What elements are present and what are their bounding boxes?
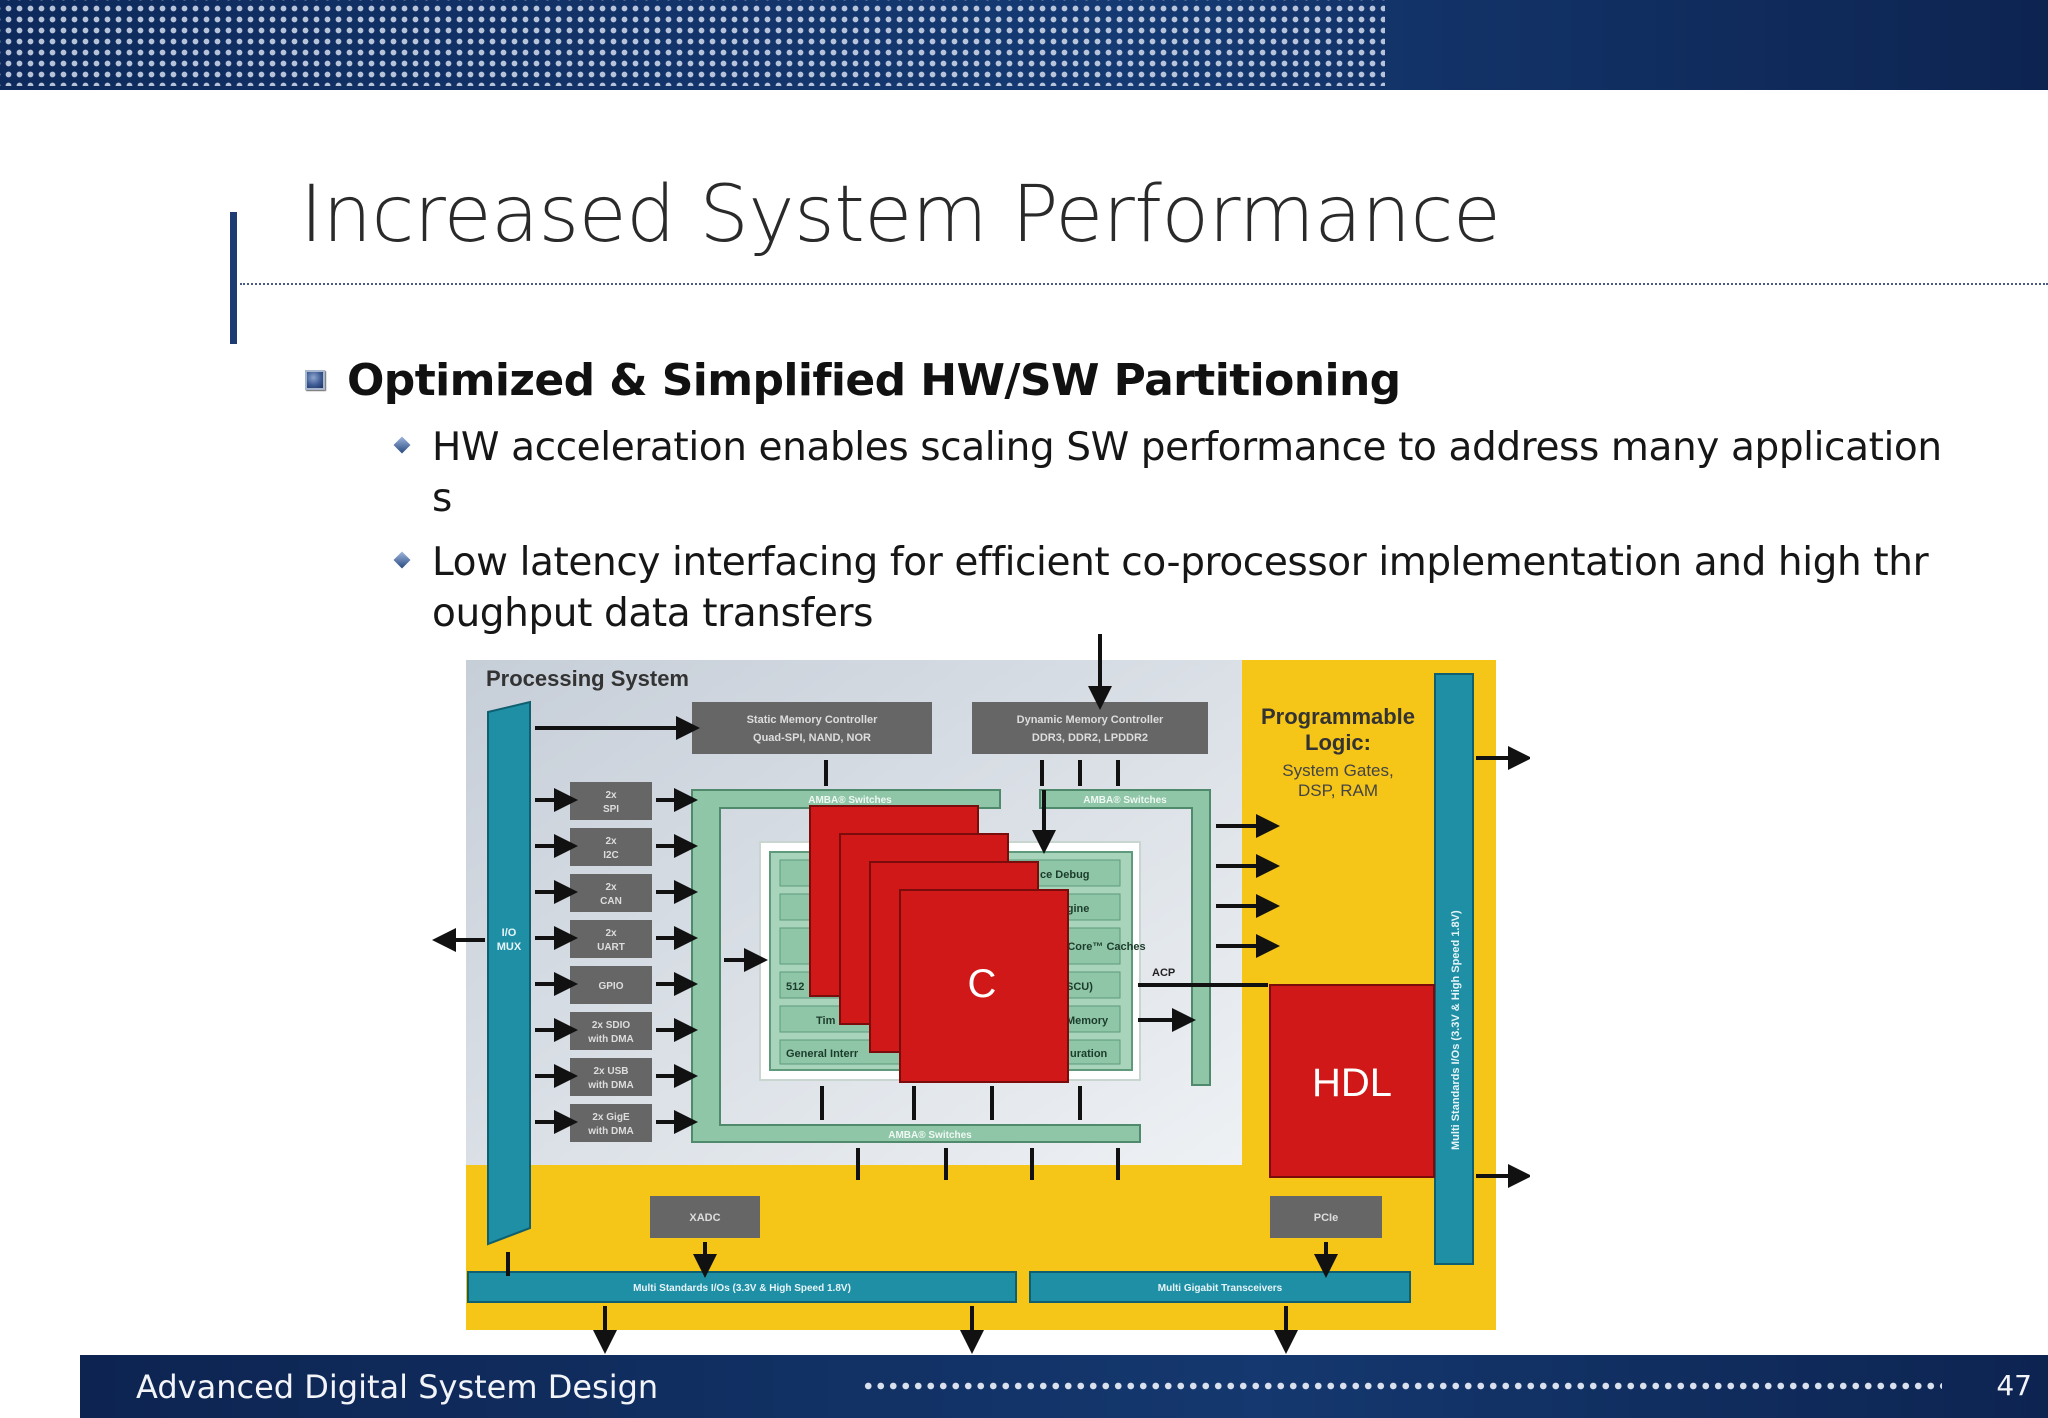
svg-text:uration: uration [1070,1048,1108,1060]
footer-course-title: Advanced Digital System Design [136,1368,659,1406]
c-software-blocks: C [809,805,1069,1083]
svg-text:512: 512 [786,981,804,993]
svg-text:PCore™ Caches: PCore™ Caches [1060,941,1146,953]
peripheral-gige: 2x GigE with DMA [570,1104,652,1142]
hdl-label: HDL [1312,1061,1392,1105]
multi-gigabit-transceivers-bar [1029,1271,1411,1303]
bullet-level2-text: Low latency interfacing for efficient co… [432,540,1929,636]
svg-text:GPIO: GPIO [598,981,623,992]
footer-dot-pattern [862,1380,1942,1392]
svg-text:Quad-SPI, NAND, NOR: Quad-SPI, NAND, NOR [753,732,871,744]
svg-text:SPI: SPI [603,804,619,815]
pl-sub-line2: DSP, RAM [1298,781,1378,800]
page-number: 47 [1996,1369,2032,1402]
title-divider [240,283,2048,285]
svg-text:2x: 2x [605,790,617,801]
peripheral-can: 2x CAN [570,874,652,912]
c-label: C [968,962,997,1006]
svg-text:Static Memory Controller: Static Memory Controller [747,714,879,726]
acp-label: ACP [1152,967,1175,979]
svg-text:Memory: Memory [1066,1015,1109,1027]
svg-text:Multi Standards I/Os (3.3V & H: Multi Standards I/Os (3.3V & High Speed … [633,1283,851,1294]
zynq-architecture-diagram: Processing System Programmable Logic: Sy… [430,630,1530,1355]
pl-title-line2: Logic: [1305,730,1371,755]
svg-text:General Interr: General Interr [786,1048,859,1060]
svg-text:Tim: Tim [816,1015,836,1027]
peripheral-i2c: 2x I2C [570,828,652,866]
peripheral-gpio: GPIO [570,966,652,1004]
bullet-level2: HW acceleration enables scaling SW perfo… [393,422,2016,524]
svg-text:I/O: I/O [502,927,517,939]
peripheral-uart: 2x UART [570,920,652,958]
svg-text:2x USB: 2x USB [593,1066,628,1077]
top-banner [0,0,2048,90]
pcie-block [1270,1196,1382,1238]
diamond-bullet-icon [393,551,411,569]
title-accent-bar [230,212,237,344]
svg-text:UART: UART [597,942,625,953]
svg-text:2x SDIO: 2x SDIO [592,1020,631,1031]
peripheral-blocks: 2x SPI 2x I2C 2x CAN 2x UART GPIO 2x SDI… [570,782,652,1142]
multi-standard-io-bottom-bar [467,1271,1017,1303]
diamond-bullet-icon [393,436,411,454]
slide-title: Increased System Performance [300,170,1501,260]
static-memory-controller [692,702,932,754]
svg-text:2x: 2x [605,836,617,847]
xadc-block [650,1196,760,1238]
square-bullet-icon [305,370,325,390]
bullet-level1: Optimized & Simplified HW/SW Partitionin… [305,354,1401,406]
hdl-block [1269,984,1435,1178]
c-block [899,889,1069,1083]
bullet-level2-text: HW acceleration enables scaling SW perfo… [432,425,1942,521]
svg-text:I2C: I2C [603,850,619,861]
svg-text:with DMA: with DMA [587,1034,634,1045]
multi-standard-io-side-label: Multi Standards I/Os (3.3V & High Speed … [1450,910,1462,1150]
svg-text:PCIe: PCIe [1314,1212,1338,1224]
svg-text:with DMA: with DMA [587,1080,634,1091]
pl-title-line1: Programmable [1261,704,1415,729]
peripheral-sdio: 2x SDIO with DMA [570,1012,652,1050]
bullet-level2: Low latency interfacing for efficient co… [393,537,2016,639]
svg-text:SCU): SCU) [1066,981,1093,993]
svg-text:CAN: CAN [600,896,622,907]
svg-text:MUX: MUX [497,941,522,953]
svg-text:ce Debug: ce Debug [1040,869,1090,881]
dynamic-memory-controller [972,702,1208,754]
multi-standard-io-side-bar [1434,673,1474,1265]
connection-arrows [432,634,1530,1354]
svg-text:DDR3, DDR2, LPDDR2: DDR3, DDR2, LPDDR2 [1032,732,1148,744]
pl-sub-line1: System Gates, [1282,761,1393,780]
footer-bar: Advanced Digital System Design 47 [80,1355,2048,1418]
svg-text:2x: 2x [605,882,617,893]
svg-text:AMBA® Switches: AMBA® Switches [888,1130,972,1141]
svg-text:AMBA® Switches: AMBA® Switches [808,795,892,806]
ps-title: Processing System [486,666,689,691]
io-mux [487,700,531,1246]
svg-text:Dynamic Memory Controller: Dynamic Memory Controller [1017,714,1164,726]
svg-text:2x GigE: 2x GigE [592,1112,630,1123]
amba-switch-frame [691,789,1141,1143]
peripheral-usb: 2x USB with DMA [570,1058,652,1096]
bullet-level1-text: Optimized & Simplified HW/SW Partitionin… [347,354,1401,406]
svg-text:2x: 2x [605,928,617,939]
svg-text:AMBA® Switches: AMBA® Switches [1083,795,1167,806]
svg-text:with DMA: with DMA [587,1126,634,1137]
peripheral-spi: 2x SPI [570,782,652,820]
banner-dot-pattern [0,0,1385,86]
svg-text:XADC: XADC [689,1212,720,1224]
svg-text:Multi Gigabit Transceivers: Multi Gigabit Transceivers [1158,1283,1283,1294]
